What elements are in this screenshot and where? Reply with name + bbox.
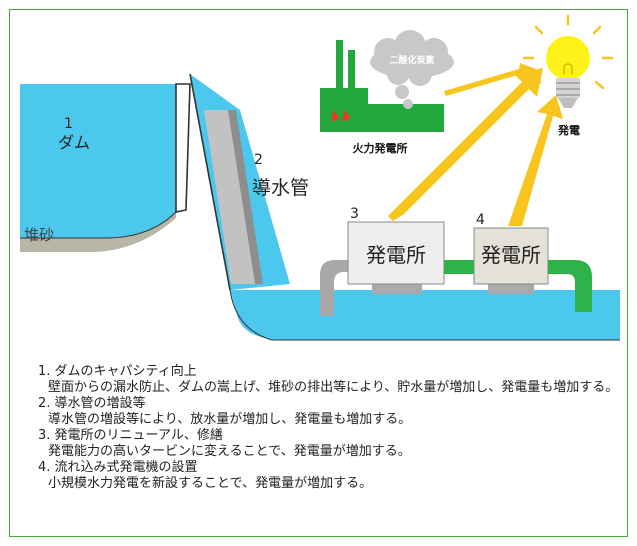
- arrow-thermal-to-bulb: [444, 63, 536, 96]
- thermal-plant: [320, 40, 444, 132]
- outflow-pipe: [548, 260, 592, 312]
- co2-label: 二酸化炭素: [389, 54, 434, 66]
- power-plant-3-base: [372, 284, 422, 294]
- note-description: 発電能力の高いタービンに変えることで、発電量が増加する。: [48, 444, 411, 459]
- reservoir-water: [20, 84, 176, 238]
- sediment-label: 堆砂: [24, 226, 54, 244]
- note-description: 壁面からの漏水防止、ダムの嵩上げ、堆砂の排出等により、貯水量が増加し、発電量も増…: [48, 380, 619, 395]
- power-arrows: [388, 63, 563, 226]
- diagram-frame: [9, 9, 628, 537]
- note-title: 1. ダムのキャパシティ向上: [38, 364, 197, 379]
- note-1: 1. ダムのキャパシティ向上 壁面からの漏水防止、ダムの嵩上げ、堆砂の排出等によ…: [38, 364, 623, 396]
- sediment: [20, 212, 176, 252]
- power-plant-3-label: 発電所: [366, 243, 426, 267]
- bulb-rays: [522, 14, 614, 90]
- power-plant-4-label: 発電所: [481, 243, 541, 267]
- power-plant-3: [347, 221, 445, 285]
- hydropower-diagram: 発電所 3 発電所 4 火力発電所 二酸化炭素: [20, 14, 620, 341]
- bulb-label: 発電: [557, 123, 580, 137]
- note-3: 3. 発電所のリニューアル、修繕 発電能力の高いタービンに変えることで、発電量が…: [38, 428, 623, 460]
- river-water: [230, 290, 620, 340]
- note-description: 導水管の増設等により、放水量が増加し、発電量も増加する。: [48, 412, 412, 427]
- dam-wall: [175, 83, 191, 213]
- arrow-plant4-to-bulb: [508, 95, 563, 226]
- penstock-number: 2: [254, 152, 263, 168]
- note-title: 3. 発電所のリニューアル、修繕: [38, 428, 223, 443]
- light-bulb: [546, 36, 590, 108]
- power-plant-3-number: 3: [350, 206, 359, 222]
- thermal-plant-label: 火力発電所: [353, 141, 408, 155]
- note-title: 2. 導水管の増設等: [38, 396, 146, 411]
- penstock-label: 導水管: [252, 177, 309, 199]
- dam-label: ダム: [58, 133, 90, 152]
- dam-number: 1: [64, 116, 73, 132]
- note-2: 2. 導水管の増設等 導水管の増設等により、放水量が増加し、発電量も増加する。: [38, 396, 623, 428]
- arrow-plant3-to-bulb: [388, 68, 543, 221]
- power-plant-4-base: [488, 284, 534, 294]
- note-description: 小規模水力発電を新設することで、発電量が増加する。: [48, 476, 373, 491]
- note-4: 4. 流れ込み式発電機の設置 小規模水力発電を新設することで、発電量が増加する。: [38, 460, 623, 492]
- intake-pipe: [320, 260, 355, 316]
- penstock-pipe-front: [204, 110, 255, 284]
- power-plant-4: [473, 227, 549, 285]
- power-plant-4-number: 4: [476, 212, 485, 228]
- note-title: 4. 流れ込み式発電機の設置: [38, 460, 198, 475]
- improvement-notes: 1. ダムのキャパシティ向上 壁面からの漏水防止、ダムの嵩上げ、堆砂の排出等によ…: [38, 364, 623, 492]
- co2-cloud: [370, 30, 454, 109]
- connector-pipe: [444, 260, 474, 274]
